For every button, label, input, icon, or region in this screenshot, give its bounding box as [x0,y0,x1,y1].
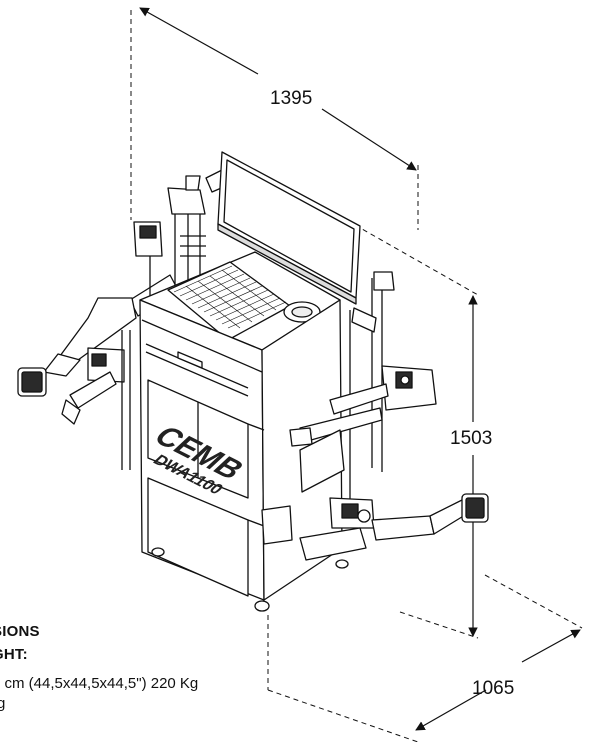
caption-title-line-1: SIONS [0,623,40,640]
caption-title-line-2: GHT: [0,646,28,663]
front-left-sensor-arm [61,347,125,425]
height-dimension-value: 1503 [450,428,493,449]
wheel-aligner-illustration: CEMB DWA1100 [17,151,489,612]
caption-spec-line: 3 cm (44,5x44,5x44,5") 220 Kg [0,675,199,692]
depth-dimension-line [415,629,581,731]
monitor [217,151,361,305]
lower-right-sensor-arm [261,407,489,569]
keyboard [173,265,287,329]
front-right-sensor [329,365,437,415]
dimensions-caption: SIONS GHT: 3 cm (44,5x44,5x44,5") 220 Kg… [0,620,198,714]
width-dimension-value: 1395 [270,88,313,109]
depth-dimension-value: 1065 [472,678,515,699]
caption-cut-line: (g [0,695,6,712]
width-dimension-line [139,7,417,171]
extension-lines [130,10,583,742]
